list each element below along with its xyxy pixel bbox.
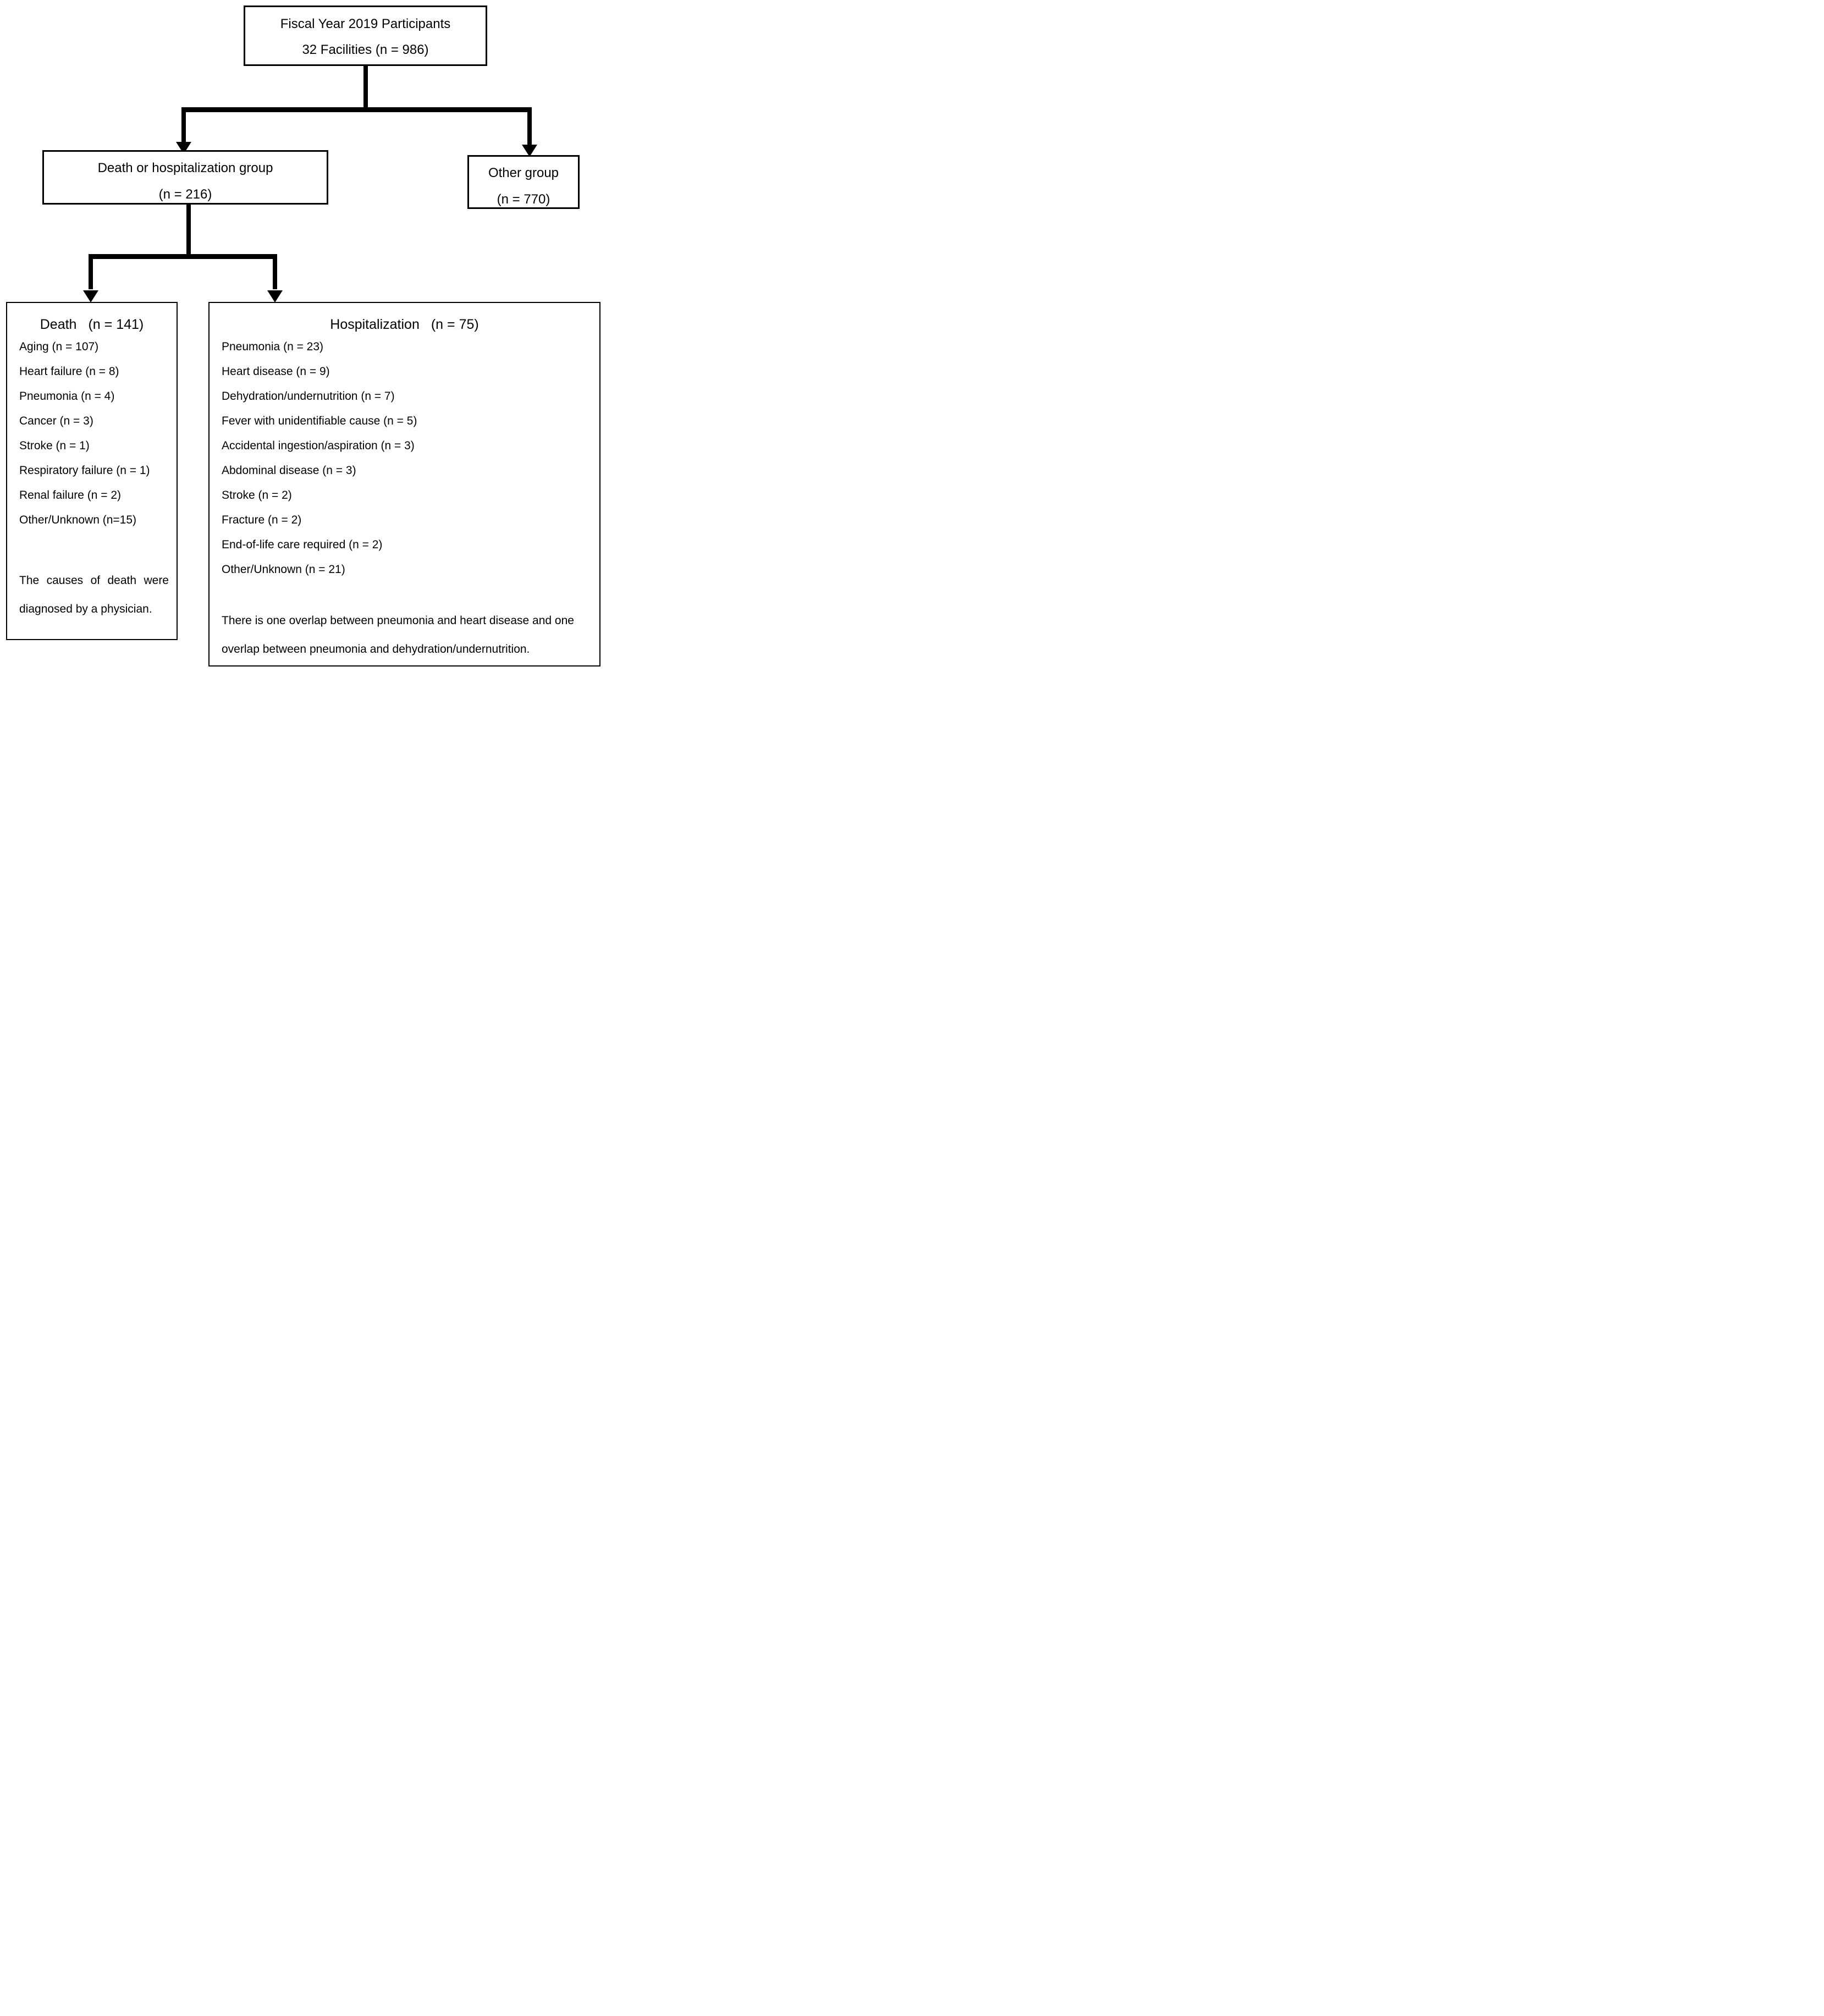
connector-left-drop [181,107,186,144]
hospitalization-box-heading: Hospitalization (n = 75) [210,316,599,333]
list-item: Heart disease (n = 9) [222,365,330,378]
group-box-line1: Death or hospitalization group [97,161,273,175]
list-item: Cancer (n = 3) [19,415,93,427]
other-group-box: Other group (n = 770) [467,155,580,209]
list-item: Accidental ingestion/aspiration (n = 3) [222,439,415,452]
connector-group-crossbar [89,254,277,259]
connector-hospitalization-drop [273,254,277,289]
other-box-line2: (n = 770) [497,192,550,207]
group-box-line2: (n = 216) [158,187,212,202]
death-box-note: The causes of death were diagnosed by a … [19,574,169,615]
list-item: Pneumonia (n = 4) [19,390,115,403]
death-box-heading-count: (n = 141) [88,317,144,332]
list-item: Stroke (n = 1) [19,439,90,452]
list-item: Abdominal disease (n = 3) [222,464,356,477]
death-box-heading-title: Death [40,317,77,332]
list-item: Heart failure (n = 8) [19,365,119,378]
top-participants-box: Fiscal Year 2019 Participants 32 Facilit… [244,5,487,66]
hospitalization-box: Hospitalization (n = 75) Pneumonia (n = … [208,302,600,667]
list-item: Fever with unidentifiable cause (n = 5) [222,415,417,427]
list-item: Aging (n = 107) [19,340,99,353]
participant-flow-diagram: Fiscal Year 2019 Participants 32 Facilit… [0,0,608,672]
hospitalization-box-heading-title: Hospitalization [330,317,420,332]
death-box: Death (n = 141) Aging (n = 107) Heart fai… [6,302,178,640]
list-item: Pneumonia (n = 23) [222,340,324,353]
hospitalization-box-heading-count: (n = 75) [431,317,479,332]
connector-top-crossbar [181,107,532,112]
list-item: Stroke (n = 2) [222,489,292,502]
hospitalization-cause-list: Pneumonia (n = 23) Heart disease (n = 9) D… [210,334,599,582]
other-box-line1: Other group [488,166,559,180]
arrowhead-to-hospitalization [267,290,283,302]
list-item: Dehydration/undernutrition (n = 7) [222,390,395,403]
connector-death-drop [89,254,93,289]
death-box-heading: Death (n = 141) [7,316,177,333]
list-item: Respiratory failure (n = 1) [19,464,150,477]
list-item: Other/Unknown (n = 21) [222,563,345,576]
list-item: Fracture (n = 2) [222,514,302,526]
connector-right-drop [527,107,532,146]
list-item: Other/Unknown (n=15) [19,514,137,526]
connector-top-stem [363,65,368,108]
connector-group-stem [186,203,191,256]
list-item: End-of-life care required (n = 2) [222,538,383,551]
top-box-line2: 32 Facilities (n = 986) [302,42,429,57]
hospitalization-box-note: There is one overlap between pneumonia a… [222,614,574,656]
top-box-line1: Fiscal Year 2019 Participants [280,16,451,31]
arrowhead-to-death [83,290,98,302]
death-or-hospitalization-group-box: Death or hospitalization group (n = 216) [42,150,328,205]
arrowhead-to-other-group [522,145,537,157]
death-cause-list: Aging (n = 107) Heart failure (n = 8) Pneu… [7,334,177,532]
list-item: Renal failure (n = 2) [19,489,122,502]
